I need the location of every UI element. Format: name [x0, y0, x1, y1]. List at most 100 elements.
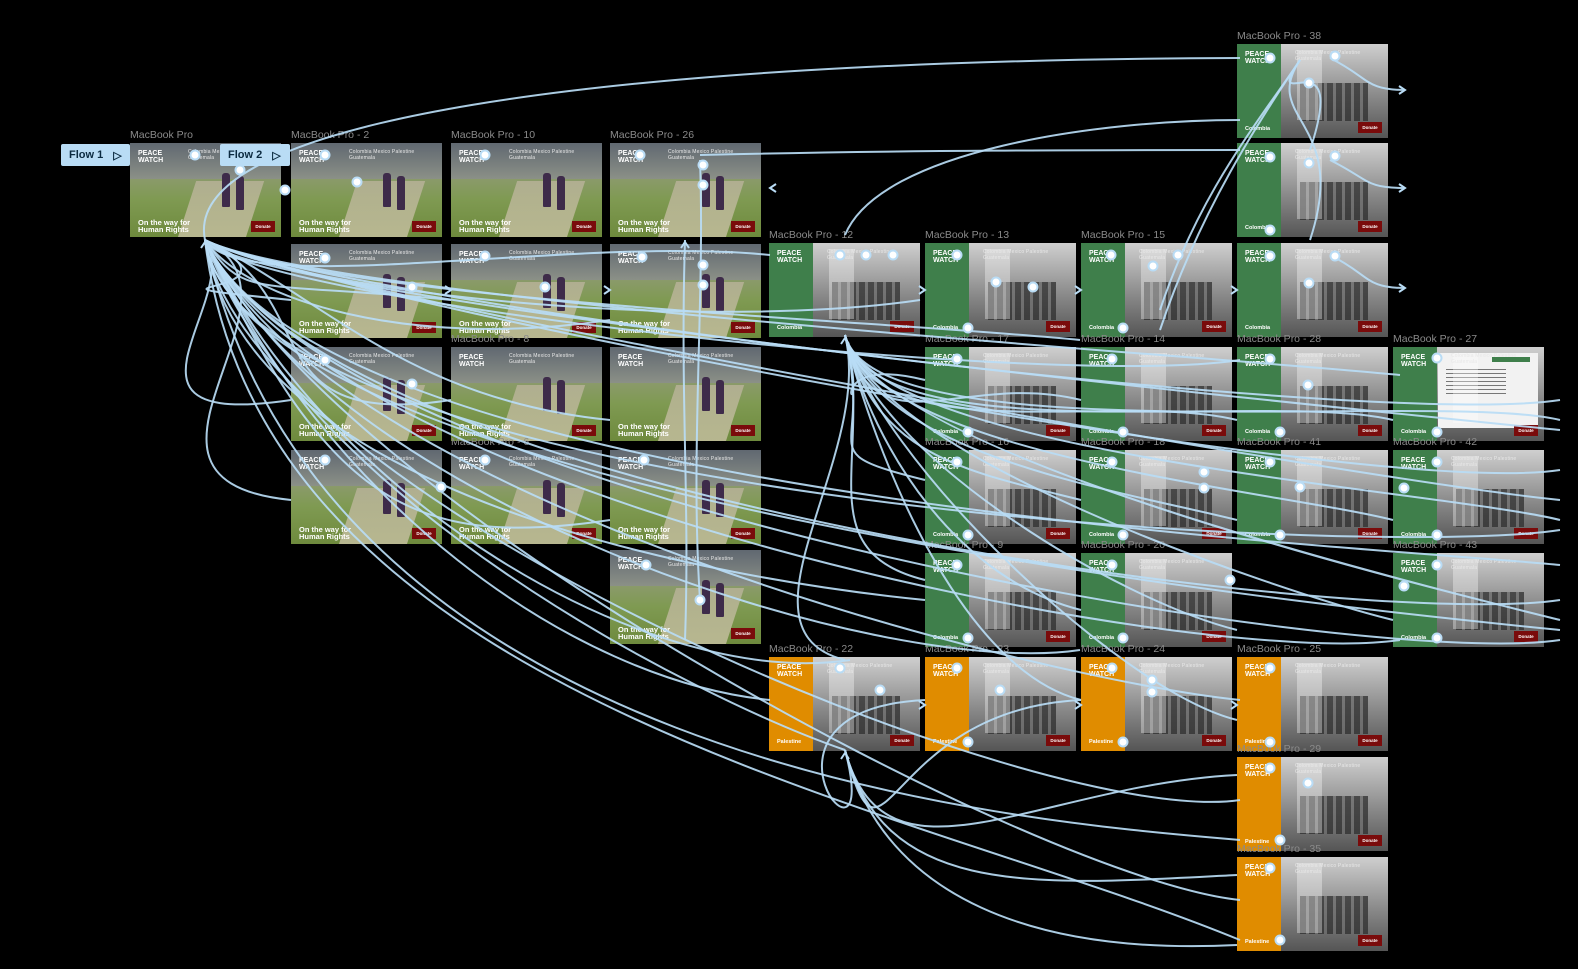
donate-button[interactable]: Donate: [1046, 528, 1070, 539]
hotspot-dot[interactable]: [962, 426, 974, 438]
hotspot-dot[interactable]: [1431, 529, 1443, 541]
donate-button[interactable]: Donate: [1358, 425, 1382, 436]
hotspot-dot[interactable]: [990, 276, 1002, 288]
hotspot-dot[interactable]: [1105, 249, 1117, 261]
hotspot-dot[interactable]: [406, 378, 418, 390]
hotspot-dot[interactable]: [319, 149, 331, 161]
hotspot-dot[interactable]: [1274, 529, 1286, 541]
hotspot-dot[interactable]: [962, 529, 974, 541]
hotspot-dot[interactable]: [994, 684, 1006, 696]
donate-button[interactable]: Donate: [572, 528, 596, 539]
hotspot-dot[interactable]: [951, 456, 963, 468]
hotspot-dot[interactable]: [1198, 482, 1210, 494]
hotspot-dot[interactable]: [636, 251, 648, 263]
hotspot-dot[interactable]: [1117, 322, 1129, 334]
donate-button[interactable]: Donate: [731, 528, 755, 539]
hotspot-dot[interactable]: [834, 249, 846, 261]
donate-button[interactable]: Donate: [1514, 425, 1538, 436]
donate-button[interactable]: Donate: [1358, 735, 1382, 746]
donate-button[interactable]: Donate: [412, 528, 436, 539]
hotspot-dot[interactable]: [1106, 353, 1118, 365]
hotspot-dot[interactable]: [479, 149, 491, 161]
donate-button[interactable]: Donate: [731, 425, 755, 436]
hotspot-dot[interactable]: [1303, 157, 1315, 169]
hotspot-dot[interactable]: [1146, 674, 1158, 686]
hotspot-dot[interactable]: [1264, 151, 1276, 163]
hotspot-dot[interactable]: [962, 322, 974, 334]
hotspot-dot[interactable]: [1264, 736, 1276, 748]
donate-button[interactable]: Donate: [412, 425, 436, 436]
donate-button[interactable]: Donate: [890, 735, 914, 746]
hotspot-dot[interactable]: [887, 249, 899, 261]
hotspot-dot[interactable]: [1117, 529, 1129, 541]
hotspot-dot[interactable]: [1264, 353, 1276, 365]
donate-button[interactable]: Donate: [1358, 321, 1382, 332]
hotspot-dot[interactable]: [1431, 456, 1443, 468]
hotspot-dot[interactable]: [1117, 426, 1129, 438]
donate-button[interactable]: Donate: [1358, 221, 1382, 232]
hotspot-dot[interactable]: [1264, 52, 1276, 64]
hotspot-dot[interactable]: [319, 454, 331, 466]
hotspot-dot[interactable]: [1431, 632, 1443, 644]
donate-button[interactable]: Donate: [1202, 631, 1226, 642]
hotspot-dot[interactable]: [189, 149, 201, 161]
donate-button[interactable]: Donate: [1202, 425, 1226, 436]
donate-button[interactable]: Donate: [731, 221, 755, 232]
hotspot-dot[interactable]: [406, 281, 418, 293]
donate-button[interactable]: Donate: [731, 628, 755, 639]
hotspot-dot[interactable]: [1431, 352, 1443, 364]
donate-button[interactable]: Donate: [412, 322, 436, 333]
hotspot-dot[interactable]: [697, 179, 709, 191]
hotspot-dot[interactable]: [1274, 934, 1286, 946]
hotspot-dot[interactable]: [1302, 777, 1314, 789]
hotspot-dot[interactable]: [697, 159, 709, 171]
donate-button[interactable]: Donate: [1046, 321, 1070, 332]
donate-button[interactable]: Donate: [1358, 935, 1382, 946]
hotspot-dot[interactable]: [1264, 762, 1276, 774]
flow-start-button[interactable]: Flow 1▷: [61, 144, 130, 166]
donate-button[interactable]: Donate: [1046, 631, 1070, 642]
donate-button[interactable]: Donate: [1202, 321, 1226, 332]
hotspot-dot[interactable]: [1274, 834, 1286, 846]
donate-button[interactable]: Donate: [572, 425, 596, 436]
donate-button[interactable]: Donate: [1046, 425, 1070, 436]
hotspot-dot[interactable]: [1302, 379, 1314, 391]
hotspot-dot[interactable]: [479, 250, 491, 262]
hotspot-dot[interactable]: [1264, 662, 1276, 674]
hotspot-dot[interactable]: [1398, 482, 1410, 494]
hotspot-dot[interactable]: [834, 662, 846, 674]
donate-button[interactable]: Donate: [1358, 835, 1382, 846]
hotspot-dot[interactable]: [1106, 456, 1118, 468]
donate-button[interactable]: Donate: [572, 322, 596, 333]
hotspot-dot[interactable]: [1147, 260, 1159, 272]
donate-button[interactable]: Donate: [1358, 122, 1382, 133]
hotspot-dot[interactable]: [319, 252, 331, 264]
hotspot-dot[interactable]: [860, 249, 872, 261]
donate-button[interactable]: Donate: [1202, 735, 1226, 746]
donate-button[interactable]: Donate: [1514, 631, 1538, 642]
donate-button[interactable]: Donate: [731, 322, 755, 333]
hotspot-dot[interactable]: [319, 354, 331, 366]
hotspot-dot[interactable]: [1431, 559, 1443, 571]
hotspot-dot[interactable]: [874, 684, 886, 696]
hotspot-dot[interactable]: [1264, 250, 1276, 262]
hotspot-dot[interactable]: [234, 164, 246, 176]
hotspot-dot[interactable]: [539, 281, 551, 293]
hotspot-dot[interactable]: [951, 353, 963, 365]
hotspot-dot[interactable]: [697, 279, 709, 291]
hotspot-dot[interactable]: [1329, 250, 1341, 262]
hotspot-dot[interactable]: [640, 559, 652, 571]
